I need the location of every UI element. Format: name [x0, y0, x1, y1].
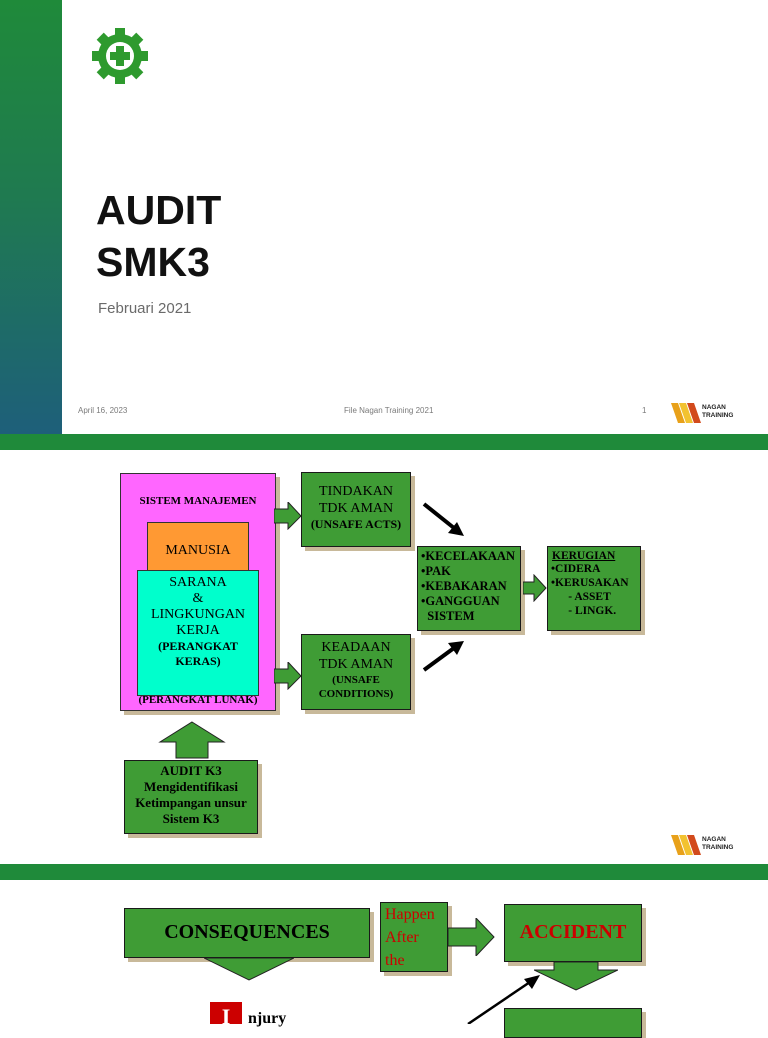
arrow-down-icon: [204, 958, 294, 981]
audit-k3-box: AUDIT K3 Mengidentifikasi Ketimpangan un…: [124, 760, 258, 834]
kerugian-list: •CIDERA •KERUSAKAN - ASSET - LINGK.: [551, 563, 629, 617]
injury-initial: I: [221, 1004, 231, 1029]
diagonal-arrow-down-icon: [422, 502, 464, 536]
arrow-right-icon: [448, 918, 495, 956]
kerugian-box: KERUGIAN •CIDERA •KERUSAKAN - ASSET - LI…: [547, 546, 641, 631]
sistem-manajemen-label: SISTEM MANAJEMEN: [139, 495, 257, 507]
accident-label: ACCIDENT: [519, 921, 627, 943]
diagonal-arrow-up-icon: [422, 641, 464, 672]
kecelakaan-box: •KECELAKAAN •PAK •KEBAKARAN •GANGGUAN SI…: [417, 546, 521, 631]
kecelakaan-list: •KECELAKAAN •PAK •KEBAKARAN •GANGGUAN SI…: [421, 549, 515, 623]
keadaan-label: KEADAAN TDK AMAN: [318, 640, 394, 672]
consequences-label: CONSEQUENCES: [164, 921, 330, 943]
unsafe-acts-box: TINDAKAN TDK AMAN (UNSAFE ACTS): [301, 472, 411, 547]
manusia-label: MANUSIA: [165, 543, 231, 558]
consequences-slide: CONSEQUENCES Happen After the ACCIDENT I…: [0, 880, 768, 1038]
unsafe-acts-label: (UNSAFE ACTS): [310, 517, 402, 531]
arrow-right-icon: [274, 662, 302, 690]
arrow-down-icon: [534, 962, 618, 991]
arrow-right-icon: [274, 502, 302, 530]
side-accent-bar: [0, 0, 62, 434]
footer-file: File Nagan Training 2021: [344, 406, 434, 415]
kerugian-title: KERUGIAN: [552, 550, 616, 562]
perangkat-lunak-label: (PERANGKAT LUNAK): [138, 694, 258, 706]
injury-label: njury: [248, 1010, 287, 1027]
manusia-box: MANUSIA: [147, 522, 249, 574]
tindakan-label: TINDAKAN TDK AMAN: [318, 484, 394, 516]
injury-initial-box: I: [210, 1002, 242, 1029]
happen-after-label: Happen After the: [385, 906, 435, 969]
accident-box: ACCIDENT: [504, 904, 642, 962]
slide-separator: [0, 864, 768, 880]
footer-date: April 16, 2023: [78, 406, 128, 415]
footer-page-number: 1: [642, 406, 647, 415]
unsafe-conditions-label: (UNSAFE CONDITIONS): [318, 674, 394, 700]
slide-subtitle: Februari 2021: [98, 300, 192, 317]
audit-k3-label: AUDIT K3 Mengidentifikasi Ketimpangan un…: [135, 763, 247, 826]
slide-separator: [0, 434, 768, 450]
sarana-box: SARANA & LINGKUNGAN KERJA (PERANGKAT KER…: [137, 570, 259, 696]
arrow-up-icon: [158, 721, 226, 759]
perangkat-keras-label: (PERANGKAT KERAS): [158, 639, 238, 668]
sarana-label: SARANA & LINGKUNGAN KERJA: [150, 575, 246, 638]
title-slide: AUDIT SMK3 Februari 2021 April 16, 2023 …: [0, 0, 768, 434]
cause-box: [504, 1008, 642, 1038]
diagram-slide: SISTEM MANAJEMEN MANUSIA SARANA & LINGKU…: [0, 450, 768, 864]
arrow-right-icon: [523, 574, 547, 602]
slide-title: AUDIT SMK3: [96, 187, 222, 285]
unsafe-conditions-box: KEADAAN TDK AMAN (UNSAFE CONDITIONS): [301, 634, 411, 710]
consequences-box: CONSEQUENCES: [124, 908, 370, 958]
sistem-manajemen-box: SISTEM MANAJEMEN MANUSIA SARANA & LINGKU…: [120, 473, 276, 711]
gear-cross-icon: [88, 24, 152, 88]
happen-after-box: Happen After the: [380, 902, 448, 972]
diagonal-arrow-up-icon: [467, 975, 540, 1024]
